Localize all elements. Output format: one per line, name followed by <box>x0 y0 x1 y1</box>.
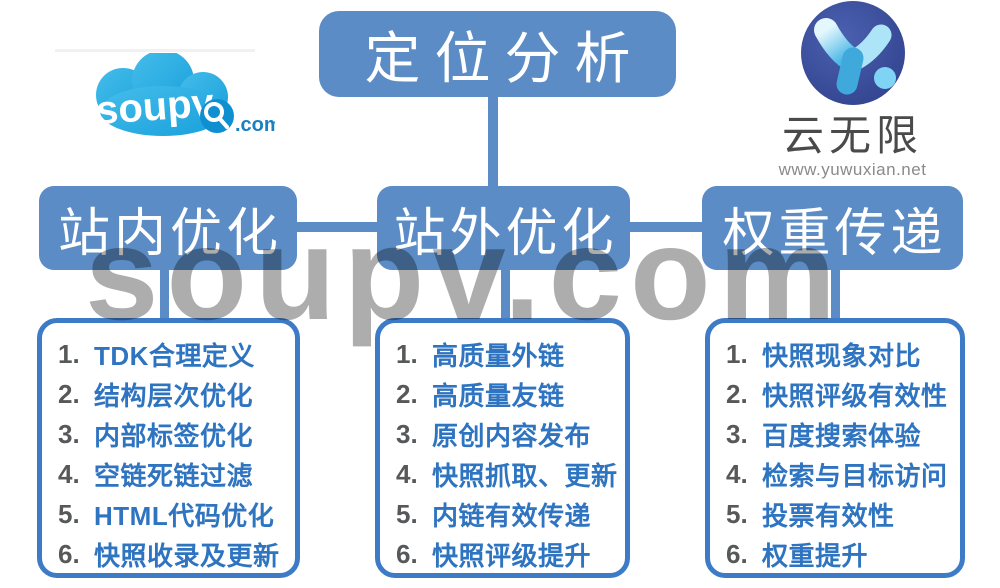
connector-root-vertical <box>488 95 498 188</box>
list-item-label: 内部标签优化 <box>94 420 254 451</box>
list-item-label: 原创内容发布 <box>432 420 592 451</box>
list-item: 6. 快照收录及更新 <box>58 534 295 574</box>
list-item: 2. 快照评级有效性 <box>726 374 960 414</box>
branch-node-label: 站外优化 <box>393 204 618 263</box>
list-item: 2. 高质量友链 <box>396 374 625 414</box>
list-item-number: 5. <box>58 498 80 529</box>
list-item-number: 4. <box>396 458 418 489</box>
list-item-number: 3. <box>396 418 418 449</box>
list-item-number: 6. <box>396 538 418 569</box>
list-panel-weight: 1. 快照现象对比 2. 快照评级有效性 3. 百度搜索体验 4. 检索与目标访… <box>705 318 965 578</box>
list-item: 6. 快照评级提升 <box>396 534 625 574</box>
list-item-number: 5. <box>396 498 418 529</box>
list-item-label: 快照抓取、更新 <box>432 460 618 491</box>
list-item-number: 5. <box>726 498 748 529</box>
branch-node-weight-transfer: 权重传递 <box>702 186 963 270</box>
list-item: 5. 投票有效性 <box>726 494 960 534</box>
soupv-tld: .com <box>235 114 275 136</box>
list-item: 1. 高质量外链 <box>396 334 625 374</box>
list-item-number: 2. <box>58 378 80 409</box>
list-item: 4. 空链死链过滤 <box>58 454 295 494</box>
list-item-number: 1. <box>396 338 418 369</box>
list-item: 4. 检索与目标访问 <box>726 454 960 494</box>
list-item-number: 6. <box>58 538 80 569</box>
list-item-label: 快照评级提升 <box>432 540 592 571</box>
connector-horizontal-right <box>627 222 705 232</box>
list-item: 4. 快照抓取、更新 <box>396 454 625 494</box>
list-item: 5. HTML代码优化 <box>58 494 295 534</box>
list-item-label: HTML代码优化 <box>94 500 275 531</box>
list-item: 6. 权重提升 <box>726 534 960 574</box>
list-item-number: 2. <box>726 378 748 409</box>
root-node-label: 定位分析 <box>364 26 645 90</box>
connector-branch3-vertical <box>831 268 840 322</box>
list-item-label: 投票有效性 <box>762 500 895 531</box>
branch-node-offsite-optimization: 站外优化 <box>377 186 630 270</box>
list-item-label: 权重提升 <box>762 540 869 571</box>
list-item-label: 百度搜索体验 <box>762 420 922 451</box>
list-panel-offsite: 1. 高质量外链 2. 高质量友链 3. 原创内容发布 4. 快照抓取、更新 5… <box>375 318 630 578</box>
list-item-label: 结构层次优化 <box>94 380 254 411</box>
list-item-number: 3. <box>58 418 80 449</box>
soupv-cloud-icon: soupv .com <box>95 50 282 136</box>
list-item-number: 3. <box>726 418 748 449</box>
divider-line <box>55 49 255 52</box>
list-item: 3. 百度搜索体验 <box>726 414 960 454</box>
list-item-number: 1. <box>726 338 748 369</box>
connector-branch2-vertical <box>501 268 510 322</box>
list-item-number: 4. <box>726 458 748 489</box>
list-item-label: TDK合理定义 <box>94 340 255 371</box>
list-item: 3. 原创内容发布 <box>396 414 625 454</box>
list-item-number: 1. <box>58 338 80 369</box>
list-item-label: 检索与目标访问 <box>762 460 948 491</box>
branch-node-onsite-optimization: 站内优化 <box>39 186 297 270</box>
yuwuxian-title: 云无限 <box>781 112 923 159</box>
yuwuxian-logo: 云无限 www.yuwuxian.net <box>760 0 945 180</box>
list-item-label: 高质量外链 <box>432 340 565 371</box>
list-item-number: 6. <box>726 538 748 569</box>
list-item-label: 快照收录及更新 <box>94 540 280 571</box>
list-item: 5. 内链有效传递 <box>396 494 625 534</box>
list-item-label: 内链有效传递 <box>432 500 592 531</box>
yuwuxian-globe-icon <box>800 1 905 105</box>
branch-node-label: 站内优化 <box>57 204 282 263</box>
list-item-label: 高质量友链 <box>432 380 565 411</box>
list-item-label: 快照现象对比 <box>762 340 922 371</box>
list-item: 1. TDK合理定义 <box>58 334 295 374</box>
yuwuxian-url: www.yuwuxian.net <box>778 160 927 179</box>
branch-node-label: 权重传递 <box>722 204 947 263</box>
list-panel-onsite: 1. TDK合理定义 2. 结构层次优化 3. 内部标签优化 4. 空链死链过滤… <box>37 318 300 578</box>
list-item: 1. 快照现象对比 <box>726 334 960 374</box>
list-item-label: 快照评级有效性 <box>762 380 948 411</box>
list-item: 2. 结构层次优化 <box>58 374 295 414</box>
magnifier-icon <box>204 102 224 122</box>
list-item-number: 4. <box>58 458 80 489</box>
list-item-label: 空链死链过滤 <box>94 460 254 491</box>
soupv-logo: soupv .com <box>75 50 282 150</box>
list-item: 3. 内部标签优化 <box>58 414 295 454</box>
root-node-positioning-analysis: 定位分析 <box>319 11 676 97</box>
soupv-wordmark: soupv <box>95 81 216 133</box>
connector-branch1-vertical <box>160 268 169 322</box>
list-item-number: 2. <box>396 378 418 409</box>
connector-horizontal-left <box>294 222 380 232</box>
